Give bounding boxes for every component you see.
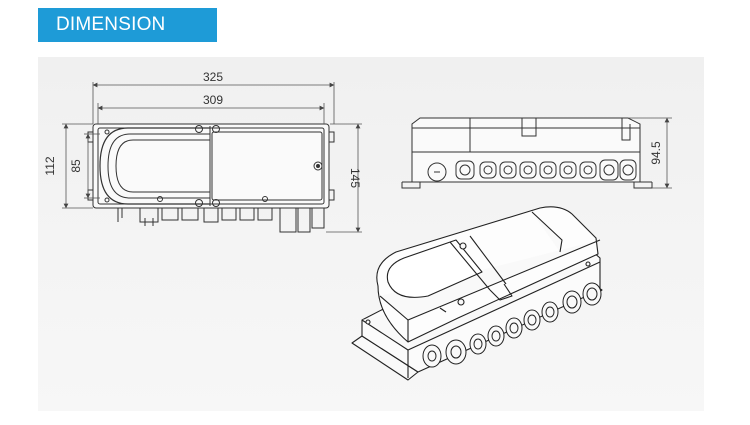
dimension-112: 112	[43, 156, 57, 175]
dimension-85: 85	[69, 159, 83, 173]
top-view-dimensions	[62, 82, 362, 233]
side-view-drawing	[401, 117, 653, 189]
isometric-drawing	[351, 206, 603, 381]
dimension-145: 145	[348, 168, 362, 188]
side-view-dimensions	[628, 117, 672, 189]
section-title: DIMENSION	[38, 8, 217, 42]
top-view-drawing	[87, 123, 335, 233]
dimension-309: 309	[203, 93, 223, 107]
dimension-325: 325	[203, 70, 223, 84]
dimension-94-5: 94.5	[649, 141, 663, 165]
